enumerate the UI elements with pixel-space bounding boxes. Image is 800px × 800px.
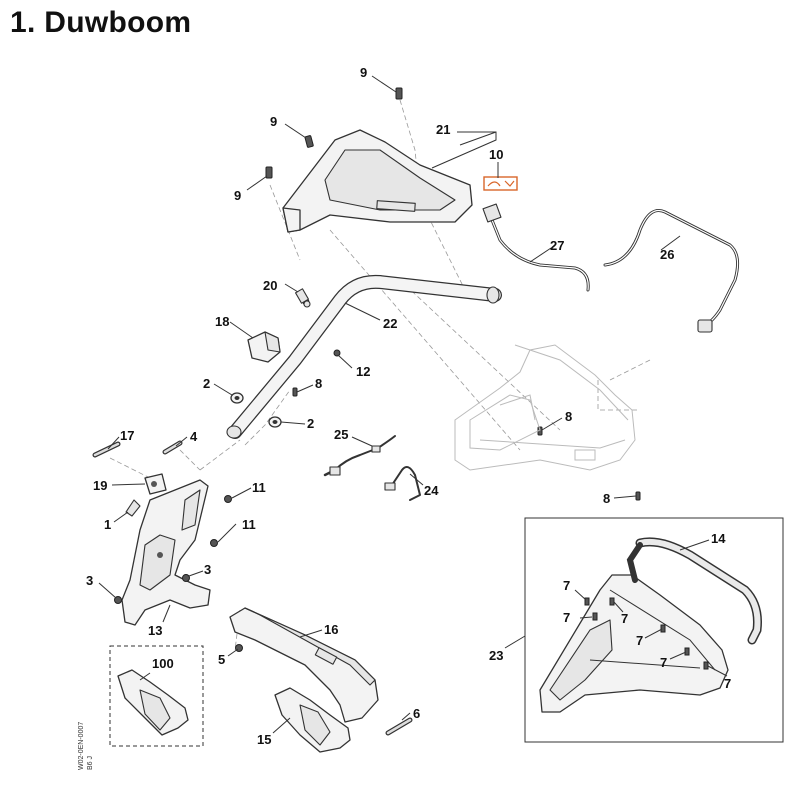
callout-8-bottom: 8 [603, 491, 610, 506]
callout-7-e: 7 [660, 655, 667, 670]
callout-16: 16 [324, 622, 338, 637]
callout-1: 1 [104, 517, 111, 532]
callout-7-a: 7 [563, 578, 570, 593]
callout-9-left: 9 [234, 188, 241, 203]
label-sticker-part [483, 176, 518, 191]
screw-parts-3 [114, 574, 190, 604]
screw-parts-8 [292, 387, 641, 501]
callout-100: 100 [152, 656, 174, 671]
page-title: 1. Duwboom [10, 6, 192, 39]
callout-26: 26 [660, 247, 674, 262]
callout-22: 22 [383, 316, 397, 331]
clip-part-20 [294, 288, 311, 308]
bolt-part-6 [385, 717, 413, 736]
drawing-code-2: B6 J [87, 756, 94, 770]
callout-4: 4 [190, 429, 198, 444]
knob-part-18 [247, 331, 281, 363]
callout-labels: 9 9 9 21 10 27 26 20 22 18 12 2 8 2 17 4… [86, 65, 731, 747]
drawing-code: W02-0EN-0007 [78, 722, 85, 770]
callout-10: 10 [489, 147, 503, 162]
callout-11-bottom: 11 [242, 517, 256, 532]
callout-17: 17 [120, 428, 134, 443]
callout-9-top: 9 [360, 65, 367, 80]
callout-12: 12 [356, 364, 370, 379]
callout-7-d: 7 [636, 633, 643, 648]
callout-23: 23 [489, 648, 503, 663]
leader-lines [98, 75, 728, 734]
pin-part-12 [333, 349, 341, 357]
screw-parts-11 [210, 495, 232, 547]
callout-5: 5 [218, 652, 225, 667]
inset-box-part-23 [524, 517, 784, 743]
lower-bracket-part-13 [121, 479, 211, 626]
callout-25: 25 [334, 427, 348, 442]
callout-2-right: 2 [307, 416, 314, 431]
callout-8-tube: 8 [315, 376, 322, 391]
callout-7-b: 7 [563, 610, 570, 625]
clip-part-19 [144, 473, 167, 495]
callout-9-mid: 9 [270, 114, 277, 129]
bracket-part-15 [274, 687, 351, 753]
callout-3-right: 3 [204, 562, 211, 577]
callout-3-left: 3 [86, 573, 93, 588]
callout-19: 19 [93, 478, 107, 493]
upper-handle-cover-part [282, 129, 473, 233]
pin-part-17 [92, 441, 121, 458]
wire-harness-part-27 [482, 203, 590, 292]
callout-6: 6 [413, 706, 420, 721]
callout-8-frame: 8 [565, 409, 572, 424]
callout-7-c: 7 [621, 611, 628, 626]
callout-2-left: 2 [203, 376, 210, 391]
wire-part-24 [384, 465, 421, 501]
callout-18: 18 [215, 314, 229, 329]
part-1 [125, 499, 141, 517]
callout-20: 20 [263, 278, 277, 293]
kit-box-part-100 [109, 645, 204, 747]
screw-parts-9 [265, 87, 403, 179]
callout-15: 15 [257, 732, 271, 747]
callout-7-f: 7 [724, 676, 731, 691]
cable-part-26 [603, 209, 740, 333]
callout-27: 27 [550, 238, 564, 253]
callout-21: 21 [436, 122, 450, 137]
callout-14: 14 [711, 531, 726, 546]
wire-part-25 [323, 435, 396, 477]
lower-cover-part-16 [229, 607, 379, 723]
handle-frame-ghost [454, 344, 636, 471]
callout-24: 24 [424, 483, 439, 498]
callout-13: 13 [148, 623, 162, 638]
callout-11-top: 11 [252, 480, 266, 495]
handle-tube-part-22 [226, 274, 502, 439]
